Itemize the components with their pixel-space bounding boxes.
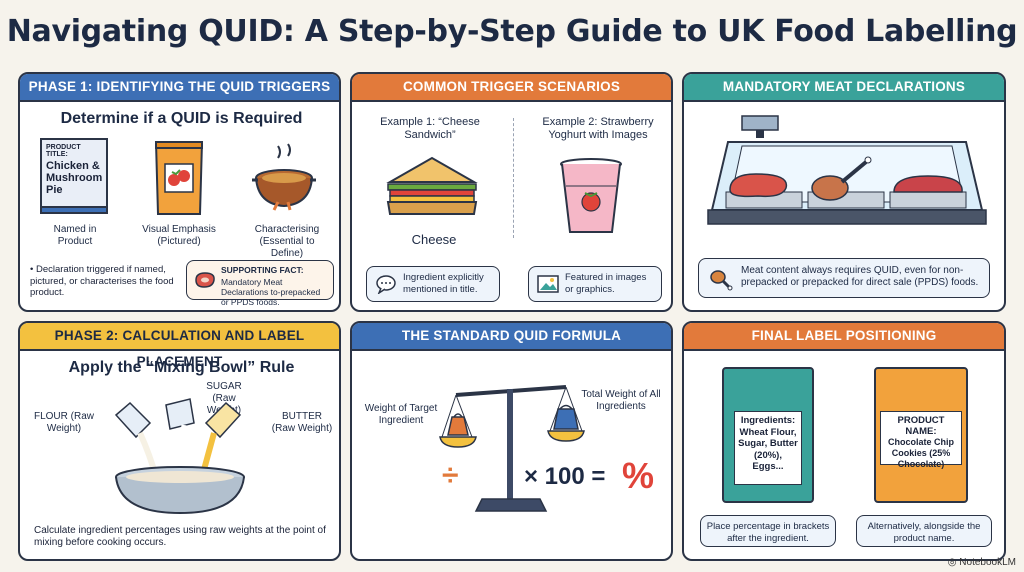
- footer-brand: ◎ NotebookLM: [948, 557, 1016, 568]
- final-note-2: Alternatively, alongside the product nam…: [856, 515, 992, 547]
- phase1-bullet-text: Declaration triggered if named, pictured…: [30, 264, 174, 298]
- final-note-1-text: Place percentage in brackets after the i…: [706, 521, 830, 544]
- formula-panel: THE STANDARD QUID FORMULA Weight of Targ…: [350, 321, 673, 561]
- phase1-panel: PHASE 1: IDENTIFYING THE QUID TRIGGERS D…: [18, 72, 341, 312]
- yoghurt-pot-icon: [560, 158, 622, 233]
- product-box-bottom-band: [40, 206, 108, 214]
- steak-icon: [195, 272, 215, 288]
- drumstick-icon: [710, 270, 733, 291]
- example2-title: Example 2: Strawberry Yoghurt with Image…: [542, 116, 654, 141]
- butter-label: BUTTER (Raw Weight): [271, 411, 333, 434]
- trigger-named: Named in Product: [53, 224, 97, 247]
- product-name-pack: PRODUCT NAME: Chocolate Chip Cookies (25…: [874, 367, 968, 503]
- strawberry-pack-icon: [154, 141, 204, 215]
- meat-note-text: Meat content always requires QUID, even …: [741, 265, 979, 288]
- image-icon: [537, 275, 559, 293]
- speech-bubble-icon: [376, 275, 396, 294]
- page-title: Navigating QUID: A Step-by-Step Guide to…: [6, 14, 1018, 49]
- flour-label: FLOUR (Raw Weight): [33, 411, 94, 434]
- mixing-bowl-illustration: [114, 398, 245, 515]
- meat-header: MANDATORY MEAT DECLARATIONS: [684, 74, 1004, 102]
- example2-note: Featured in images or graphics.: [528, 266, 662, 302]
- stew-pot-icon: [252, 143, 316, 211]
- final-header: FINAL LABEL POSITIONING: [684, 323, 1004, 351]
- ingredients-pack-text: Ingredients: Wheat Flour, Sugar, Butter …: [738, 415, 798, 472]
- balance-scale-illustration: [439, 385, 585, 512]
- formula-percent: %: [622, 455, 655, 496]
- sandwich-icon: [386, 156, 478, 215]
- notebooklm-icon: ◎: [947, 557, 960, 568]
- product-box: PRODUCT TITLE: Chicken & Mushroom Pie: [40, 138, 108, 214]
- phase2-caption: Calculate ingredient percentages using r…: [34, 525, 326, 548]
- product-name-pack-title: PRODUCT NAME:: [897, 415, 945, 437]
- formula-multiplier: × 100 =: [524, 463, 606, 490]
- final-note-2-text: Alternatively, alongside the product nam…: [867, 521, 981, 544]
- scenarios-panel: COMMON TRIGGER SCENARIOS Example 1: “Che…: [350, 72, 673, 312]
- product-box-label: PRODUCT TITLE:: [46, 144, 81, 158]
- phase1-subtitle: Determine if a QUID is Required: [60, 110, 303, 127]
- phase2-header: PHASE 2: CALCULATION AND LABEL PLACEMENT: [20, 323, 339, 369]
- phase2-panel: PHASE 2: CALCULATION AND LABEL PLACEMENT…: [18, 321, 341, 561]
- final-panel: FINAL LABEL POSITIONING Ingredients: Whe…: [682, 321, 1006, 561]
- example2-note-text: Featured in images or graphics.: [565, 272, 647, 295]
- example1-note-text: Ingredient explicitly mentioned in title…: [403, 272, 484, 295]
- supporting-fact-text: Mandatory Meat Declarations to-prepacked…: [221, 276, 321, 307]
- butcher-counter-illustration: [707, 115, 987, 225]
- example1-title: Example 1: “Cheese Sandwich”: [380, 116, 480, 141]
- product-box-name: Chicken & Mushroom Pie: [46, 160, 103, 196]
- phase1-bullet: • Declaration triggered if named, pictur…: [30, 264, 182, 299]
- example1-note: Ingredient explicitly mentioned in title…: [366, 266, 500, 302]
- phase1-header: PHASE 1: IDENTIFYING THE QUID TRIGGERS: [20, 74, 339, 102]
- ingredients-pack: Ingredients: Wheat Flour, Sugar, Butter …: [722, 367, 814, 503]
- bullet-dot: •: [30, 264, 34, 275]
- supporting-fact-title: SUPPORTING FACT:: [221, 265, 304, 275]
- trigger-characterising: Characterising (Essential to Define): [254, 224, 320, 259]
- final-note-1: Place percentage in brackets after the i…: [700, 515, 836, 547]
- trigger-visual: Visual Emphasis (Pictured): [142, 224, 216, 247]
- scenario-divider: [513, 118, 515, 238]
- phase2-subtitle: Apply the “Mixing Bowl” Rule: [68, 359, 295, 376]
- formula-header: THE STANDARD QUID FORMULA: [352, 323, 671, 351]
- scenarios-header: COMMON TRIGGER SCENARIOS: [352, 74, 671, 102]
- formula-right-label: Total Weight of All Ingredients: [581, 389, 661, 412]
- formula-left-label: Weight of Target Ingredient: [364, 403, 438, 426]
- supporting-fact-box: SUPPORTING FACT: Mandatory Meat Declarat…: [186, 260, 334, 307]
- footer-brand-text: NotebookLM: [959, 557, 1016, 568]
- product-name-pack-label: PRODUCT NAME: Chocolate Chip Cookies (25…: [880, 411, 962, 469]
- product-name-pack-text: Chocolate Chip Cookies (25% Chocolate): [887, 437, 954, 469]
- cheese-label: Cheese: [411, 232, 457, 247]
- meat-panel: MANDATORY MEAT DECLARATIONS Meat content…: [682, 72, 1006, 312]
- ingredients-pack-label: Ingredients: Wheat Flour, Sugar, Butter …: [734, 411, 802, 485]
- meat-note: Meat content always requires QUID, even …: [698, 258, 990, 298]
- divide-symbol: ÷: [442, 459, 459, 492]
